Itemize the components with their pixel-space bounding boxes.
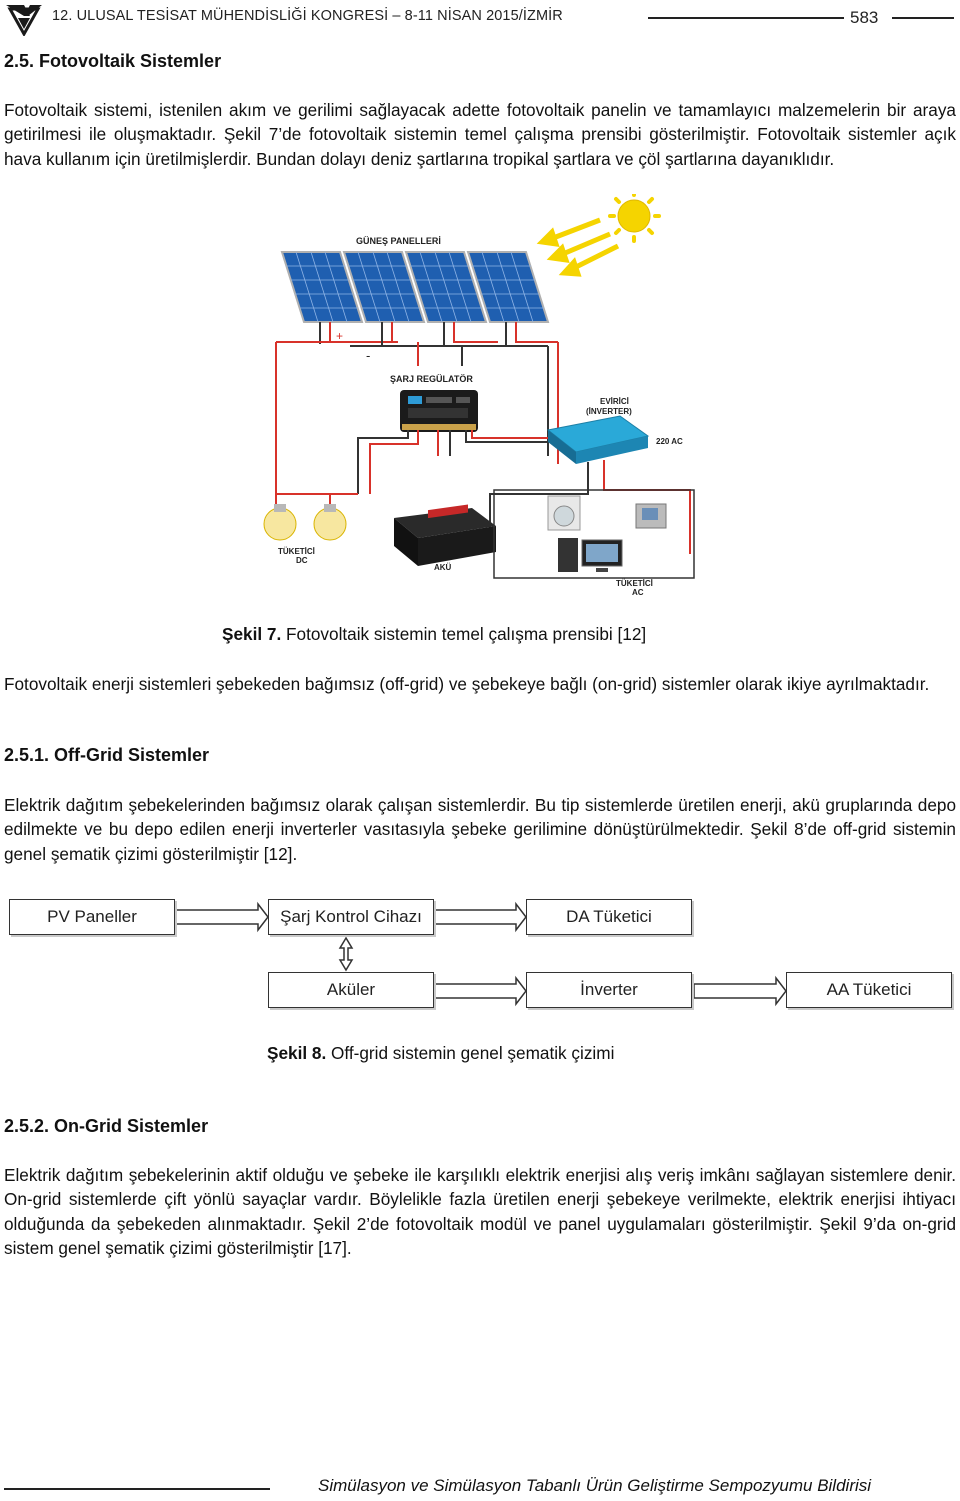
figure-8-caption-text: Off-grid sistemin genel şematik çizimi (326, 1043, 615, 1063)
panels-label: GÜNEŞ PANELLERİ (356, 236, 441, 246)
regulator-label: ŞARJ REGÜLATÖR (390, 374, 473, 384)
offgrid-paragraph: Elektrik dağıtım şebekelerinden bağımsız… (4, 795, 956, 864)
ac-consumer-label-2: AC (632, 588, 644, 597)
footer-rule (4, 1488, 270, 1490)
box-batteries: Aküler (268, 972, 434, 1008)
offgrid-heading: 2.5.1. Off-Grid Sistemler (4, 745, 210, 765)
solar-panels (280, 251, 549, 323)
box-ac-consumer: AA Tüketici (786, 972, 952, 1008)
charge-regulator (400, 390, 478, 432)
plus-sign: + (336, 329, 343, 343)
figure-7-caption: Şekil 7. Fotovoltaik sistemin temel çalı… (222, 624, 646, 645)
inverter-label-2: (İNVERTER) (586, 407, 632, 416)
sunlight-arrows (536, 217, 620, 277)
battery-label: AKÜ (434, 563, 452, 572)
section-heading: 2.5. Fotovoltaik Sistemler (4, 51, 222, 71)
box-dc-consumer: DA Tüketici (526, 899, 692, 935)
box-inverter: İnverter (526, 972, 692, 1008)
battery (394, 504, 496, 566)
figure-8-caption-label: Şekil 8. (267, 1043, 327, 1063)
ongrid-heading: 2.5.2. On-Grid Sistemler (4, 1116, 209, 1136)
minus-sign: - (366, 348, 370, 363)
figure-8-connectors (175, 901, 787, 1007)
ac-appliances (547, 495, 667, 572)
ac-consumer-label-1: TÜKETİCİ (616, 579, 653, 588)
figure-7-caption-text: Fotovoltaik sistemin temel çalışma prens… (281, 624, 647, 644)
footer-text: Simülasyon ve Simülasyon Tabanlı Ürün Ge… (318, 1476, 872, 1495)
conference-title: 12. ULUSAL TESİSAT MÜHENDİSLİĞİ KONGRESİ… (52, 8, 563, 24)
dc-consumer-label-2: DC (296, 556, 308, 565)
section-intro-paragraph: Fotovoltaik sistemi, istenilen akım ve g… (4, 100, 956, 169)
dc-bulbs (263, 493, 358, 541)
figure-7-caption-label: Şekil 7. (222, 624, 282, 644)
figure-7-illustration: GÜNEŞ PANELLERİ + - ŞARJ REGÜLATÖR (263, 194, 695, 597)
box-charge-controller: Şarj Kontrol Cihazı (268, 899, 434, 935)
header-rule-left (648, 17, 844, 19)
inverter-label-1: EVİRİCİ (600, 397, 629, 406)
system-types-paragraph: Fotovoltaik enerji sistemleri şebekeden … (4, 674, 930, 694)
dc-consumer-label-1: TÜKETİCİ (278, 547, 315, 556)
ongrid-paragraph: Elektrik dağıtım şebekelerinin aktif old… (4, 1165, 956, 1259)
ac-voltage-label: 220 AC (656, 437, 683, 446)
inverter (546, 415, 650, 464)
sun-icon (608, 194, 661, 243)
page-number: 583 (850, 8, 879, 27)
figure-8-caption: Şekil 8. Off-grid sistemin genel şematik… (267, 1043, 614, 1064)
box-pv-panels: PV Paneller (9, 899, 175, 935)
conference-logo (6, 5, 42, 36)
header-rule-right (892, 17, 954, 19)
